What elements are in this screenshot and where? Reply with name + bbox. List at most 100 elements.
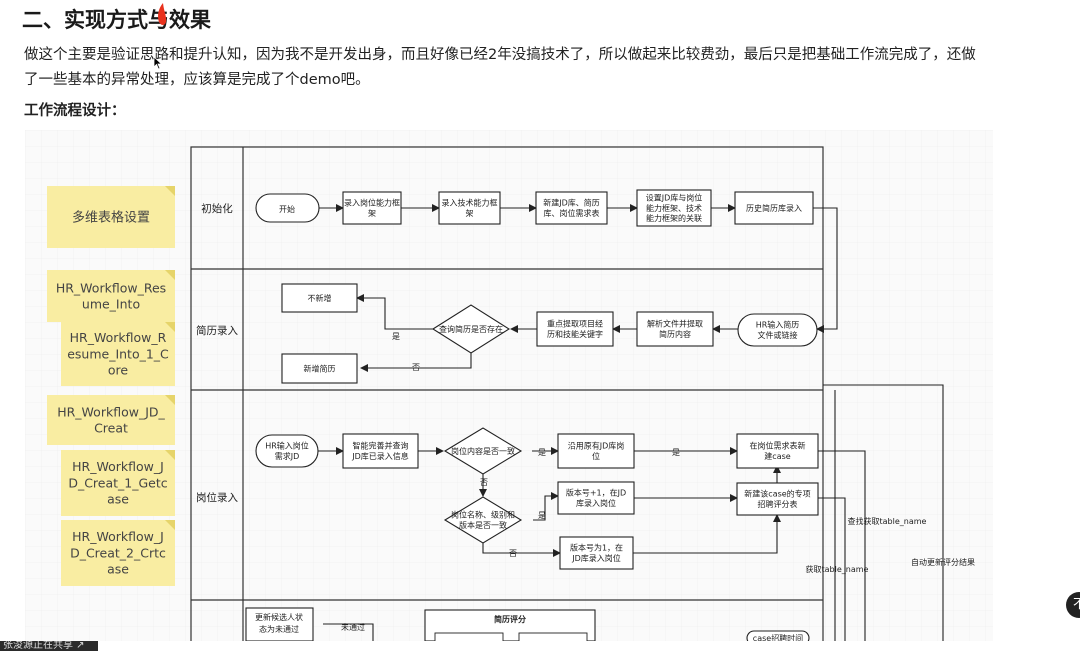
mouse-cursor-icon: [153, 56, 163, 70]
sticky-note-2: [47, 270, 175, 322]
job-lane: HR输入岗位需求JD智能完善并查询JD库已录入信息岗位内容是否一致沿用原有JD库…: [255, 427, 819, 570]
sticky-note-4-line-2: Creat: [94, 421, 128, 436]
lane-label-resume: 简历录入: [196, 324, 238, 337]
init-step-2-text-line-1: 录入技术能力框: [442, 198, 498, 208]
job-yes-label-2: 是: [672, 448, 680, 457]
floating-action-button[interactable]: 不: [1066, 592, 1080, 618]
sticky-note-4-line-1: HR_Workflow_JD_: [57, 404, 165, 419]
resume-input-node-text-line-2: 文件或链接: [758, 330, 798, 340]
resume-extract-node-text-line-1: 重点提取项目经: [547, 319, 603, 329]
init-step-2: [438, 191, 501, 225]
job-yes-label-3: 是: [538, 511, 546, 520]
sticky-note-6-line-1: HR_Workflow_J: [72, 529, 164, 544]
lane-label-job: 岗位录入: [196, 491, 238, 504]
init-step-3-text-line-2: 库、岗位需求表: [544, 208, 600, 218]
job-new-case-node-text-line-1: 新建该case的专项: [744, 489, 810, 499]
init-steps: 录入岗位能力框架录入技术能力框架新建JD库、简历库、岗位需求表设置JD库与岗位能…: [342, 189, 814, 227]
sticky-fold-4: [165, 395, 175, 405]
sticky-note-2-line-2: ume_Into: [82, 297, 140, 312]
sticky-fold-1: [165, 186, 175, 196]
resume-no-add-node: [281, 283, 358, 313]
sticky-note-3-line-3: ore: [108, 363, 129, 378]
swimlane-frame: [190, 146, 824, 641]
job-query-node-text-line-1: 智能完善并查询: [353, 441, 409, 451]
resume-no-add-node-text-line-1: 不新增: [308, 293, 332, 303]
resume-lane: HR输入简历文件或链接解析文件并提取简历内容重点提取项目经历和技能关键字查询简历…: [281, 283, 818, 384]
sticky-fold-5: [165, 450, 175, 460]
sticky-note-6-line-2: D_Creat_2_Crtc: [70, 545, 166, 560]
update-status-line-2: 态为未通过: [259, 624, 299, 634]
init-step-3: [535, 191, 608, 225]
sticky-fold-6: [165, 520, 175, 530]
bottom-lane: 更新候选人状 态为未通过 未通过 简历评分 case招聘时间: [245, 607, 810, 641]
sticky-note-3: [61, 322, 175, 386]
sticky-note-4: [47, 395, 175, 445]
red-pen-mark-icon: [158, 3, 167, 25]
job-create-case-node: [736, 433, 819, 469]
flow-connectors: [318, 204, 944, 641]
not-passed-label: 未通过: [341, 622, 365, 632]
init-step-1: [342, 191, 402, 225]
job-no-label-1: 否: [480, 478, 488, 487]
job-input-node: [255, 434, 319, 468]
sticky-note-6-line-3: ase: [107, 562, 129, 577]
init-step-3-text-line-1: 新建JD库、简历: [543, 198, 600, 208]
job-input-node-text-line-1: HR输入岗位: [265, 441, 309, 451]
job-use-existing-node-text-line-2: 位: [592, 451, 600, 461]
sticky-note-5-line-1: HR_Workflow_J: [72, 459, 164, 474]
job-version-decision: [443, 496, 523, 544]
init-step-4-text-line-1: 设置JD库与岗位: [646, 192, 703, 202]
resume-no-label: 否: [412, 363, 420, 372]
job-labels: 是 是 否 是 否 查找获取table_name 获取table_name 自动…: [480, 448, 975, 574]
job-version-one-node: [559, 536, 634, 570]
resume-yes-label: 是: [392, 332, 400, 341]
job-content-decision-text-line-1: 岗位内容是否一致: [451, 446, 515, 456]
init-step-4: [636, 189, 712, 227]
sticky-note-1-line-1: 多维表格设置: [72, 210, 150, 226]
job-create-case-node-text-line-2: 建case: [764, 451, 790, 461]
init-step-4-text-line-2: 能力框架、技术: [646, 203, 702, 213]
init-step-5-text-line-1: 历史简历库录入: [746, 203, 802, 213]
sticky-notes-group: 多维表格设置HR_Workflow_Resume_IntoHR_Workflow…: [47, 186, 175, 586]
init-step-2-text-line-2: 架: [466, 209, 474, 218]
resume-exists-decision-text-line-1: 查询简历是否存在: [439, 324, 503, 334]
sticky-note-1: [47, 186, 175, 248]
label-find-table: 查找获取table_name: [848, 516, 927, 526]
resume-extract-node: [536, 311, 614, 347]
workflow-subheading: 工作流程设计：: [24, 103, 126, 119]
job-use-existing-node: [557, 433, 635, 469]
job-use-existing-node-text-line-1: 沿用原有JD库岗: [568, 441, 625, 451]
resume-labels: 是 否: [392, 332, 420, 372]
job-version-plus-node-text-line-1: 版本号+1，在JD: [566, 488, 626, 498]
intro-line-1: 做这个主要是验证思路和提升认知，因为我不是开发出身，而且好像已经2年没搞技术了，…: [24, 47, 976, 63]
resume-extract-node-text-line-2: 历和技能关键字: [547, 329, 603, 339]
label-auto-update: 自动更新评分结果: [911, 557, 975, 567]
job-create-case-node-text-line-1: 在岗位需求表新: [750, 441, 806, 451]
resume-parse-node-text-line-2: 简历内容: [659, 329, 691, 339]
resume-parse-node-text-line-1: 解析文件并提取: [647, 319, 703, 329]
resume-add-node-text-line-1: 新增简历: [304, 363, 336, 373]
init-step-1-text-line-2: 架: [368, 209, 376, 218]
screen-share-bar[interactable]: 张浚源正在共享 ↗: [0, 641, 98, 651]
sticky-note-3-line-1: HR_Workflow_R: [70, 330, 167, 345]
job-version-plus-node-text-line-2: 库录入岗位: [576, 498, 616, 508]
sticky-note-3-line-2: esume_Into_1_C: [67, 346, 169, 361]
lane-label-init: 初始化: [201, 202, 233, 215]
job-new-case-node-text-line-2: 招聘评分表: [758, 499, 798, 509]
job-query-node: [342, 433, 419, 469]
sticky-note-5-line-2: D_Creat_1_Getc: [68, 475, 167, 490]
job-new-case-node: [736, 482, 819, 516]
sticky-note-5-line-3: ase: [107, 492, 129, 507]
sticky-note-6: [61, 520, 175, 586]
section-heading: 二、实现方式与效果: [22, 8, 211, 32]
start-node: [255, 193, 320, 223]
init-step-5: [734, 191, 814, 225]
job-version-decision-text-line-1: 岗位名称、级别和: [451, 510, 515, 520]
job-version-decision-text-line-2: 版本是否一致: [459, 520, 507, 530]
intro-line-2: 了一些基本的异常处理，应该算是完成了个demo吧。: [24, 72, 370, 88]
job-version-one-node-text-line-1: 版本号为1，在: [570, 543, 623, 553]
job-query-node-text-line-2: JD库已录入信息: [351, 451, 409, 461]
init-lane: 开始: [255, 193, 320, 223]
sticky-note-5: [61, 450, 175, 516]
sticky-fold-3: [165, 322, 175, 332]
